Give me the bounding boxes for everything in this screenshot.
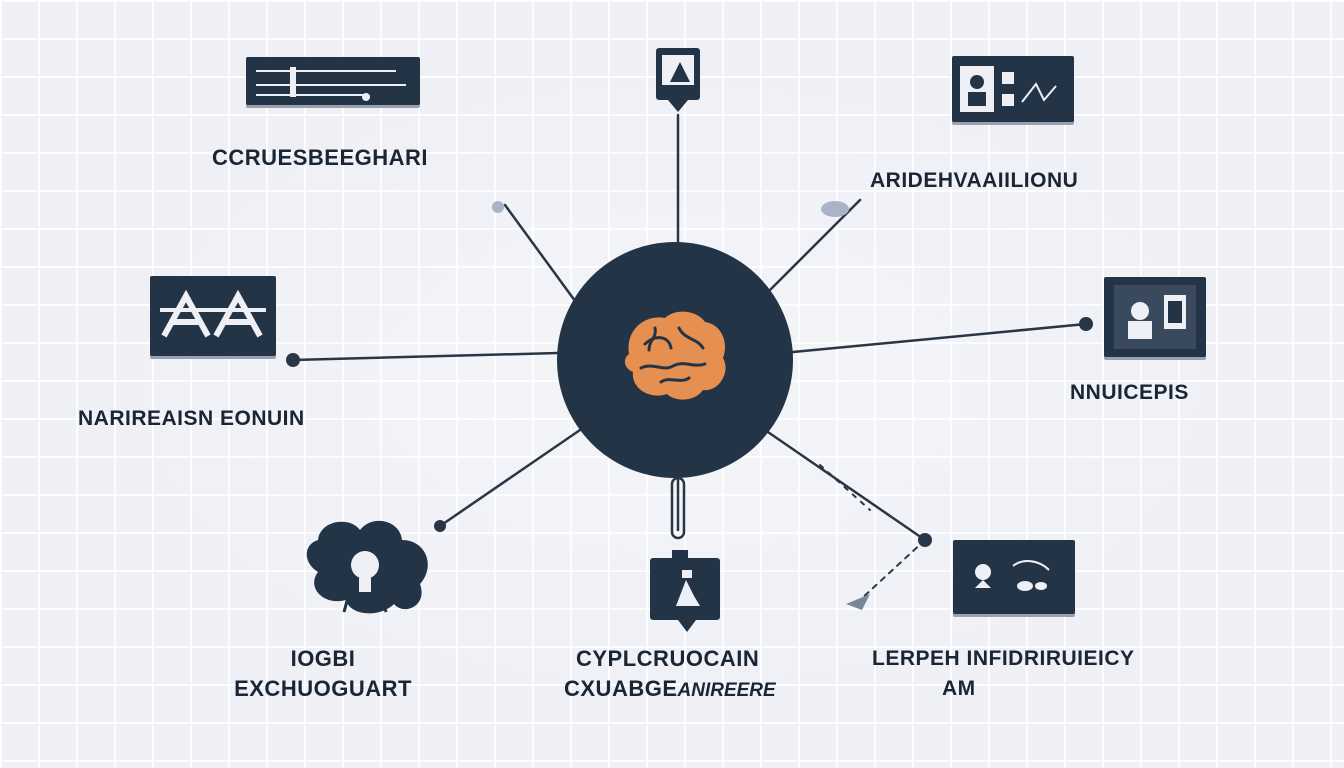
letters-aa-graphic: [160, 289, 266, 338]
connector-top-left: [503, 203, 580, 307]
node-label-bottom-left: IOGBI EXCHUOGUART: [218, 646, 428, 702]
brain-icon: [624, 311, 726, 400]
node-label-top-right: ARIDEHVAAIILIONU: [870, 169, 1079, 192]
node-label-top-left: CCRUESBEEGHARI: [212, 145, 429, 170]
node-label-bottom: CYPLCRUOCAIN CXUABGEANIREERE: [564, 646, 776, 704]
letters-aa-icon: [150, 276, 276, 356]
dot-bottom-left: [434, 520, 446, 532]
profile-card-icon: [952, 56, 1074, 122]
dot-right: [1079, 317, 1093, 331]
arrow-icon: [846, 594, 870, 610]
node-label-right: NNUICEPIS: [1070, 381, 1189, 404]
node-label-bottom-line2-main: CXUABGE: [564, 676, 678, 701]
tag-icon: [650, 550, 720, 632]
node-label-bottom-left-line2: EXCHUOGUART: [234, 676, 412, 701]
connector-bottom-right-tail: [859, 539, 926, 601]
node-label-bottom-right-line1: LERPEH INFIDRIRUIEICY: [872, 647, 1135, 670]
node-label-bottom-line1: CYPLCRUOCAIN: [576, 646, 760, 671]
connector-dots: [286, 201, 1093, 547]
connector-bottom-right: [763, 428, 927, 542]
media-card-icon: [953, 540, 1075, 614]
connector-bottom-right-dash: [819, 464, 871, 511]
connector-right: [791, 322, 1088, 354]
dot-top-right: [821, 201, 849, 217]
presentation-icon: [246, 57, 420, 105]
person-frame-icon: [1104, 277, 1206, 357]
location-pin-icon: [656, 48, 700, 112]
presentation-graphic: [256, 67, 406, 101]
person-frame-graphic: [1114, 285, 1196, 349]
puzzle-bulb-icon: [306, 520, 428, 614]
node-label-bottom-line2-tail: ANIREERE: [677, 680, 776, 701]
connector-top-right: [763, 198, 862, 297]
node-label-left: NARIREAISN EONUIN: [78, 407, 305, 430]
node-label-bottom-left-line1: IOGBI: [290, 646, 356, 671]
node-label-bottom-right-line2: AM: [942, 677, 976, 700]
connector-left: [291, 351, 560, 362]
node-label-bottom-right: LERPEH INFIDRIRUIEICY AM: [872, 646, 1135, 702]
node-label-bottom-line2: CXUABGEANIREERE: [564, 676, 776, 704]
connectors: [291, 113, 1088, 601]
media-card-graphic: [975, 560, 1050, 591]
profile-card-graphic: [960, 66, 1057, 112]
dot-top-left: [492, 201, 504, 213]
dot-left: [286, 353, 300, 367]
dot-bottom-right: [918, 533, 932, 547]
connector-bottom-left: [438, 428, 582, 528]
bottom-stem-cap: [670, 476, 686, 540]
